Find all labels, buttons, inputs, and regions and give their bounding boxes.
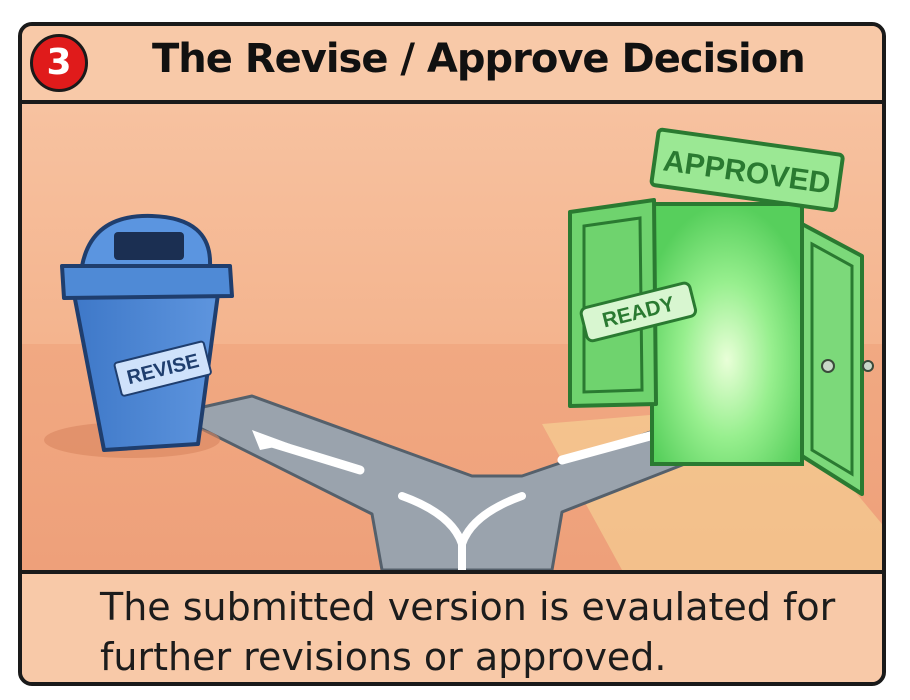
decision-scene: REVISE READY APPROVED (22, 104, 882, 570)
step-badge: 3 (30, 34, 88, 92)
decision-card: 3 The Revise / Approve Decision (18, 22, 886, 686)
open-door-icon: READY APPROVED (568, 127, 874, 496)
step-number: 3 (46, 42, 72, 83)
caption-box: The submitted version is evaulated for f… (22, 570, 882, 682)
recycling-bin-icon: REVISE (44, 213, 234, 458)
caption-text: The submitted version is evaulated for f… (100, 585, 836, 679)
card-title: The Revise / Approve Decision (152, 36, 806, 82)
illustration: REVISE READY APPROVED (22, 104, 882, 570)
card-header: 3 The Revise / Approve Decision (22, 26, 882, 104)
